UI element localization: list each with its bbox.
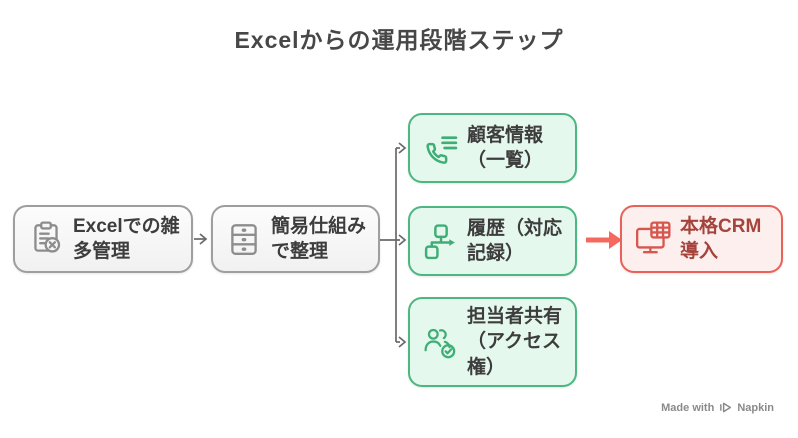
node-simple-organize: 簡易仕組み で整理 <box>211 205 380 273</box>
phone-list-icon <box>422 130 459 167</box>
arrowhead-customer <box>398 142 407 154</box>
napkin-logo-icon <box>719 401 732 414</box>
node-staff-sharing: 担当者共有 （アクセス 権） <box>408 297 577 387</box>
arrowhead-organize <box>199 233 208 245</box>
clipboard-x-icon <box>27 220 65 258</box>
red-arrow-history-to-crm <box>586 231 622 249</box>
users-check-icon <box>422 324 459 361</box>
node-label-staff-sharing: 担当者共有 （アクセス 権） <box>467 306 563 378</box>
node-label-simple-organize: 簡易仕組み で整理 <box>271 215 367 262</box>
brand-text: Napkin <box>737 401 774 414</box>
node-history-records: 履歴（対応 記録） <box>408 206 577 276</box>
made-with-napkin-link[interactable]: Made with Napkin <box>661 401 774 414</box>
arrowhead-history <box>398 234 407 246</box>
made-with-text: Made with <box>661 401 715 414</box>
drawer-icon <box>225 220 263 258</box>
monitor-spreadsheet-icon <box>634 220 672 258</box>
node-label-excel-management: Excelでの雑 多管理 <box>73 215 180 262</box>
diagram-title: Excelからの運用段階ステップ <box>234 27 564 53</box>
node-label-history-records: 履歴（対応 記録） <box>467 217 563 264</box>
node-excel-management: Excelでの雑 多管理 <box>13 205 193 273</box>
node-customer-info: 顧客情報 （一覧） <box>408 113 577 183</box>
node-label-customer-info: 顧客情報 （一覧） <box>467 124 544 171</box>
workflow-icon <box>422 223 459 260</box>
node-crm-adoption: 本格CRM 導入 <box>620 205 783 273</box>
arrowhead-share <box>398 336 407 348</box>
node-label-crm-adoption: 本格CRM 導入 <box>680 215 762 262</box>
